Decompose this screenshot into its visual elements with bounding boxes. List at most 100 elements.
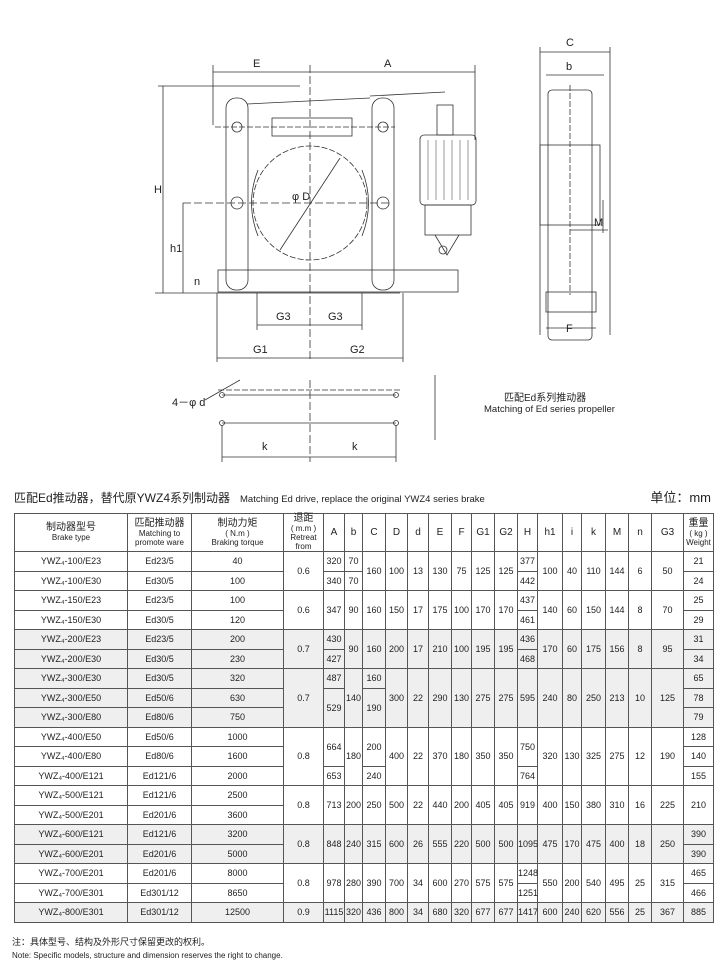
cell-b: 90 [344,590,363,630]
cell-h1: 400 [537,785,563,825]
cell-n: 10 [628,668,652,728]
cell-drive: Ed121/6 [127,824,192,845]
cell-C: 436 [362,902,386,923]
cell-type: YWZ₄-100/E23 [14,551,128,572]
dim-E: E [253,58,260,70]
cell-G3: 190 [651,726,684,786]
cell-type: YWZ₄-600/E121 [14,824,128,845]
cell-G3: 367 [651,902,684,923]
cell-torque: 200 [191,629,284,650]
cell-torque: 5000 [191,843,284,864]
cell-E: 680 [428,902,452,923]
cell-G3: 95 [651,629,684,669]
cell-retreat: 0.8 [283,863,324,903]
header-i: i [562,513,582,552]
header-E: E [428,513,452,552]
cell-retreat: 0.8 [283,726,324,786]
cell-drive: Ed301/12 [127,902,192,923]
cell-A: 340 [323,570,345,591]
cell-drive: Ed50/6 [127,726,192,747]
cell-torque: 1600 [191,746,284,767]
dim-k-left: k [262,441,268,453]
cell-F: 200 [451,785,472,825]
header-G2: G2 [494,513,518,552]
cell-torque: 8000 [191,863,284,884]
cell-type: YWZ₄-700/E301 [14,882,128,903]
cell-n: 8 [628,629,652,669]
dim-F: F [566,323,573,335]
cell-torque: 1000 [191,726,284,747]
cell-A: 427 [323,648,345,669]
cell-retreat: 0.7 [283,629,324,669]
cell-D: 150 [385,590,408,630]
cell-G2: 125 [494,551,518,591]
cell-h1: 170 [537,629,563,669]
cell-H: 468 [517,648,538,669]
cell-type: YWZ₄-600/E201 [14,843,128,864]
brake-technical-drawing: E A H h1 n φ D G3 G3 G1 G2 C b M F 4－φ d… [154,37,611,462]
cell-M: 400 [605,824,629,864]
cell-D: 300 [385,668,408,728]
cell-i: 130 [562,726,582,786]
cell-C: 160 [362,590,386,630]
dim-A: A [384,58,392,70]
cell-F: 220 [451,824,472,864]
cell-weight: 79 [683,707,714,728]
cell-M: 275 [605,726,629,786]
cell-type: YWZ₄-300/E80 [14,707,128,728]
cell-torque: 8650 [191,882,284,903]
cell-b: 90 [344,629,363,669]
header-H: H [517,513,538,552]
cell-b: 140 [344,668,363,728]
cell-C: 160 [362,551,386,591]
cell-n: 6 [628,551,652,591]
cell-D: 400 [385,726,408,786]
cell-G1: 500 [471,824,495,864]
cell-A: 713 [323,785,345,825]
cell-weight: 34 [683,648,714,669]
header-b: b [344,513,363,552]
cell-weight: 390 [683,843,714,864]
cell-b: 70 [344,551,363,572]
cell-M: 556 [605,902,629,923]
cell-k: 150 [581,590,606,630]
cell-i: 200 [562,863,582,903]
cell-drive: Ed121/6 [127,785,192,806]
cell-torque: 100 [191,590,284,611]
cell-type: YWZ₄-200/E23 [14,629,128,650]
cell-k: 110 [581,551,606,591]
dim-G1: G1 [253,344,268,356]
cell-D: 200 [385,629,408,669]
header-A: A [323,513,345,552]
cell-torque: 3200 [191,824,284,845]
cell-type: YWZ₄-150/E30 [14,609,128,630]
header-F: F [451,513,472,552]
cell-d: 13 [407,551,429,591]
cell-H: 442 [517,570,538,591]
cell-i: 40 [562,551,582,591]
cell-E: 210 [428,629,452,669]
cell-d: 22 [407,668,429,728]
cell-A: 347 [323,590,345,630]
cell-C: 160 [362,668,386,689]
cell-G1: 350 [471,726,495,786]
cell-type: YWZ₄-150/E23 [14,590,128,611]
cell-E: 130 [428,551,452,591]
header-n: n [628,513,652,552]
cell-drive: Ed121/6 [127,765,192,786]
cell-E: 290 [428,668,452,728]
dim-k-right: k [352,441,358,453]
cell-type: YWZ₄-200/E30 [14,648,128,669]
cell-G1: 195 [471,629,495,669]
cell-C: 250 [362,785,386,825]
cell-F: 130 [451,668,472,728]
cell-n: 16 [628,785,652,825]
dim-C: C [566,37,574,49]
cell-retreat: 0.6 [283,551,324,591]
